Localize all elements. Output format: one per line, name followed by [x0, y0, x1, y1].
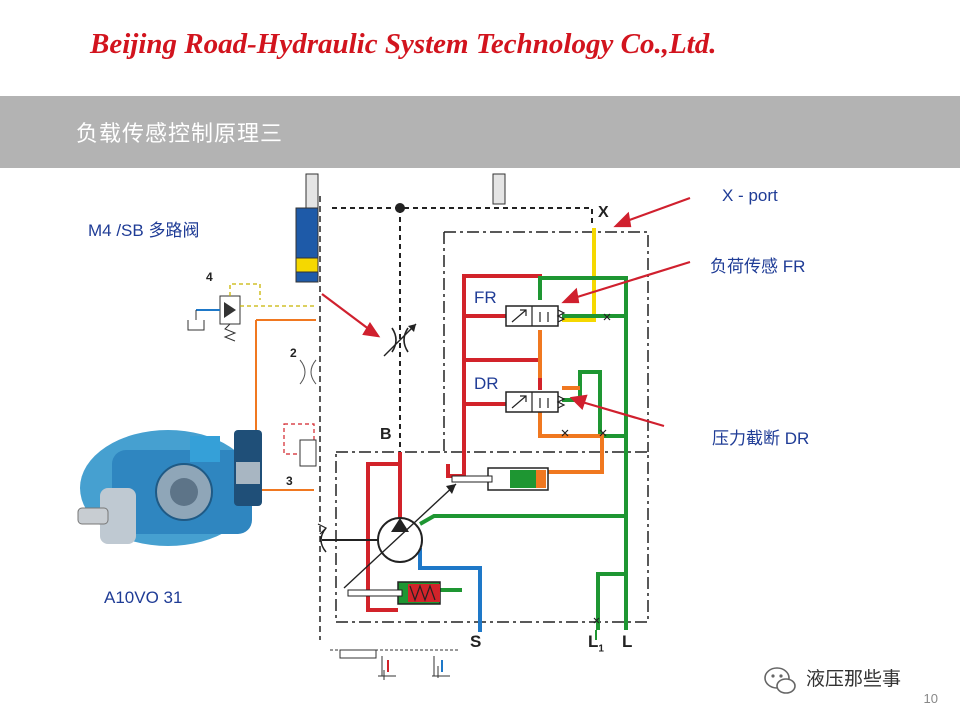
fr-valve	[505, 305, 566, 327]
fr-box-label: FR	[474, 288, 497, 307]
cylinder-rod-right	[492, 173, 506, 205]
port-l-label: L	[622, 632, 633, 651]
callout-arrows	[321, 196, 691, 428]
tank-schematic	[330, 649, 458, 680]
fr-callout-label: 负荷传感 FR	[710, 257, 806, 276]
port-s-label: S	[470, 632, 482, 651]
port-x-label: X	[598, 204, 609, 221]
cutoff-line	[538, 330, 604, 474]
throttle-2	[299, 359, 317, 385]
control-cylinder-top	[451, 467, 549, 491]
company-name: Beijing Road-Hydraulic System Technology…	[90, 28, 717, 60]
load-signal-line	[562, 228, 596, 322]
num-3-label: 3	[286, 474, 293, 488]
num-2-label: 2	[290, 346, 297, 360]
port-l1-label: L1	[588, 632, 604, 655]
dr-box-label: DR	[474, 374, 499, 393]
orifices	[561, 313, 611, 624]
dr-valve	[505, 391, 566, 413]
x-port-label: X - port	[722, 186, 778, 205]
num-4-label: 4	[206, 270, 213, 284]
multiway-valve-label: M4 /SB 多路阀	[88, 221, 200, 240]
dr-callout-label: 压力截断 DR	[712, 429, 810, 448]
title-banner: 负载传感控制原理三	[0, 96, 960, 168]
wechat-icon	[764, 667, 796, 694]
valve-4	[187, 283, 316, 342]
port-b-label: B	[380, 426, 392, 443]
controller-frame	[443, 231, 649, 452]
pump-image	[77, 430, 262, 546]
cylinder-left	[295, 173, 319, 283]
slide-title: 负载传感控制原理三	[76, 122, 284, 147]
variable-throttle	[383, 323, 417, 357]
drain-line	[419, 276, 628, 640]
watermark-text: 液压那些事	[806, 668, 902, 690]
pump-model-label: A10VO 31	[104, 588, 183, 607]
hydraulic-diagram	[77, 173, 796, 694]
valve-3	[283, 423, 317, 467]
watermark: 液压那些事	[766, 664, 901, 691]
signal-line-top	[332, 207, 593, 226]
pump-frame	[335, 451, 649, 623]
pump-symbol	[317, 483, 457, 589]
suction-line	[418, 548, 482, 632]
control-cylinder-bottom	[347, 581, 441, 605]
page-number: 10	[923, 691, 938, 706]
